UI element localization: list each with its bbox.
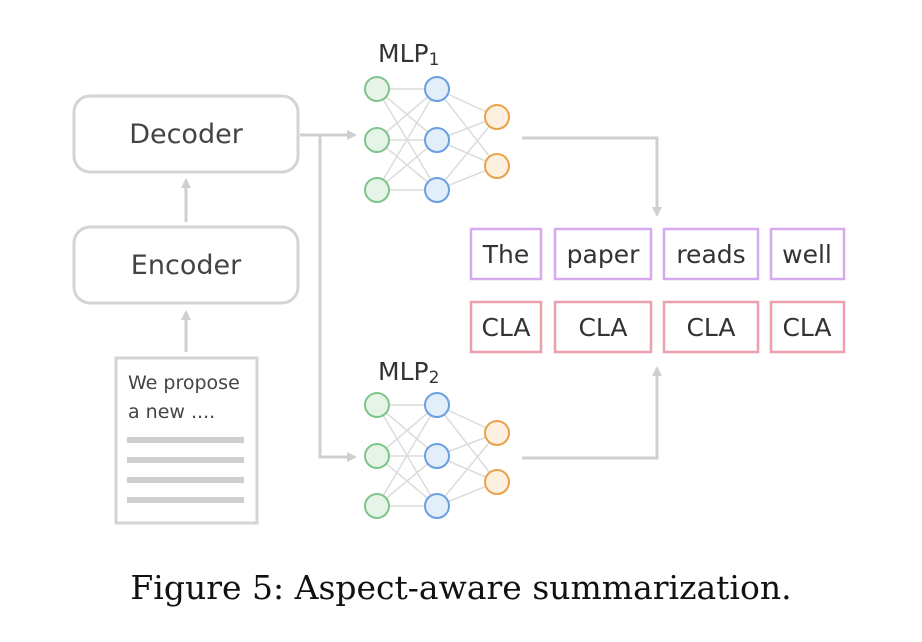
label-text: CLA [578,313,627,342]
document-text-line1: We propose [128,372,240,394]
token-box [769,227,846,281]
mlp1-network [364,76,510,203]
network-edge [376,88,438,141]
label-row: CLA CLA CLA CLA [469,300,846,354]
token-box [469,227,543,281]
encoder-box [72,225,300,305]
arrow-decoder-to-mlp2 [318,135,357,462]
token-text: well [782,240,832,269]
network-edge [376,88,438,191]
output-node [484,420,510,446]
network-edge [376,455,438,507]
mlp2-title: MLP2 [378,357,439,388]
connectors [181,130,662,462]
label-box [553,300,653,354]
token-row: The paper reads well [469,227,846,281]
network-edge [436,432,498,507]
figure-caption: Figure 5: Aspect-aware summarization. [130,568,792,607]
label-box [769,300,846,354]
hidden-node [424,392,450,418]
document-text-line2: a new .... [128,401,215,423]
mlp1-title: MLP1 [378,39,439,70]
network-edge [376,404,438,507]
network-edge [436,88,498,167]
token-text: reads [676,240,745,269]
label-box [469,300,543,354]
label-text: CLA [782,313,831,342]
network-edge [436,116,498,191]
output-node [484,469,510,495]
hidden-node [424,443,450,469]
decoder-block: Decoder [72,94,300,174]
input-node [364,392,390,418]
label-box [662,300,760,354]
input-node [364,177,390,203]
encoder-block: Encoder [72,225,300,305]
input-node [364,127,390,153]
hidden-node [424,127,450,153]
network-edge [376,139,438,191]
encoder-label: Encoder [131,250,242,281]
hidden-node [424,76,450,102]
decoder-label: Decoder [129,119,244,150]
mlp2-network [364,392,510,519]
label-text: CLA [686,313,735,342]
input-node [364,76,390,102]
arrow-mlp1-to-tokens [522,136,662,217]
label-text: CLA [481,313,530,342]
arrow-mlp2-to-labels [522,366,662,460]
decoder-box [72,94,300,174]
network-edge [436,404,498,483]
output-node [484,153,510,179]
hidden-node [424,493,450,519]
hidden-node [424,177,450,203]
input-document: We propose a new .... [114,356,259,525]
network-edge [376,404,438,457]
output-node [484,104,510,130]
token-text: paper [567,240,640,269]
input-node [364,443,390,469]
token-box [662,227,760,281]
token-box [553,227,653,281]
input-node [364,493,390,519]
token-text: The [482,240,530,269]
